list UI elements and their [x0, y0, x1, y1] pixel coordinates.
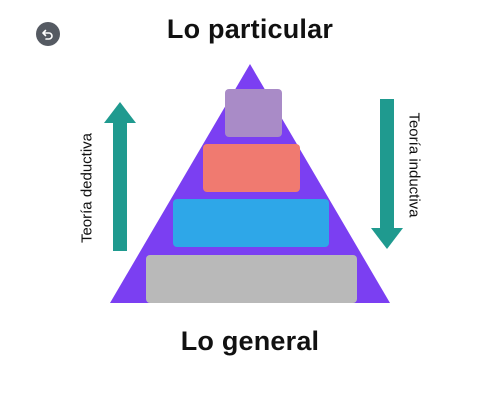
arrow-down-icon [371, 99, 403, 249]
pyramid-tier-3 [173, 199, 329, 247]
undo-icon [42, 29, 53, 40]
pyramid-tier-4 [146, 255, 357, 303]
arrow-up-icon [104, 102, 136, 251]
pyramid-tier-1 [225, 89, 282, 137]
label-inductive-theory: Teoría inductiva [405, 112, 423, 218]
label-deductive-theory: Teoría deductiva [78, 132, 96, 244]
back-button[interactable] [36, 22, 60, 46]
pyramid-tier-2 [203, 144, 300, 192]
heading-bottom: Lo general [180, 326, 320, 356]
heading-top: Lo particular [166, 14, 334, 44]
